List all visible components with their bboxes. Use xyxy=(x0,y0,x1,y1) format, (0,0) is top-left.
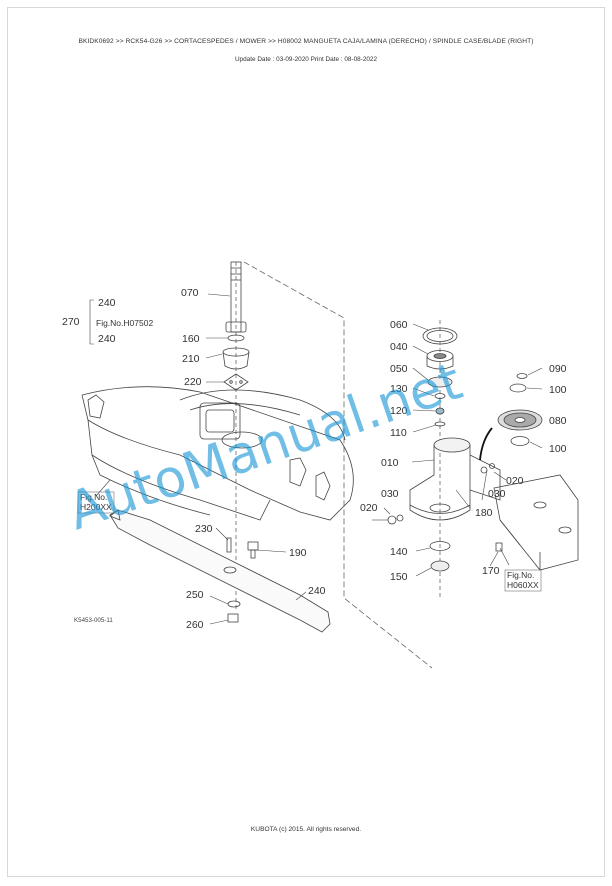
label-030-right: 030 xyxy=(488,488,506,500)
label-180: 180 xyxy=(475,507,493,519)
label-250: 250 xyxy=(186,589,204,601)
label-240: 240 xyxy=(308,585,326,597)
date-info: Update Date : 03-09-2020 Print Date : 08… xyxy=(234,56,378,63)
label-090: 090 xyxy=(549,363,567,375)
breadcrumb: BKIDK0692 >> RCK54-G26 >> CORTACESPEDES … xyxy=(78,38,534,45)
label-150: 150 xyxy=(390,571,408,583)
label-030-left: 030 xyxy=(381,488,399,500)
label-220: 220 xyxy=(184,376,202,388)
label-230: 230 xyxy=(195,523,213,535)
label-110: 110 xyxy=(390,427,407,439)
label-190: 190 xyxy=(289,547,307,559)
label-020-right: 020 xyxy=(506,475,524,487)
label-020-left: 020 xyxy=(360,502,378,514)
label-170: 170 xyxy=(482,565,500,577)
label-070: 070 xyxy=(181,287,199,299)
fig-ref-h200-line2: H200XX xyxy=(80,502,112,512)
watermark: AutoManual.net xyxy=(61,352,470,543)
fig-ref-h060-line2: H060XX xyxy=(507,580,539,590)
label-010: 010 xyxy=(381,457,399,469)
label-210: 210 xyxy=(182,353,200,365)
copyright-footer: KUBOTA (c) 2015. All rights reserved. xyxy=(250,826,362,833)
group-270-line3: 240 xyxy=(98,333,116,345)
label-050: 050 xyxy=(390,363,408,375)
label-260: 260 xyxy=(186,619,204,631)
label-100-upper: 100 xyxy=(549,384,567,396)
label-120: 120 xyxy=(390,405,408,417)
group-270-figref: Fig.No.H07502 xyxy=(96,318,153,328)
label-160: 160 xyxy=(182,333,200,345)
fig-ref-h200-line1: Fig.No. xyxy=(80,492,107,502)
group-270-line1: 240 xyxy=(98,297,116,309)
page-border xyxy=(7,7,605,877)
label-040: 040 xyxy=(390,341,408,353)
label-060: 060 xyxy=(390,319,408,331)
label-140: 140 xyxy=(390,546,408,558)
diagram-code: K5453-005-11 xyxy=(74,617,113,624)
fig-ref-h060-line1: Fig.No. xyxy=(507,570,534,580)
label-100-lower: 100 xyxy=(549,443,567,455)
label-080: 080 xyxy=(549,415,567,427)
label-130: 130 xyxy=(390,383,408,395)
group-270-label: 270 xyxy=(62,316,80,328)
